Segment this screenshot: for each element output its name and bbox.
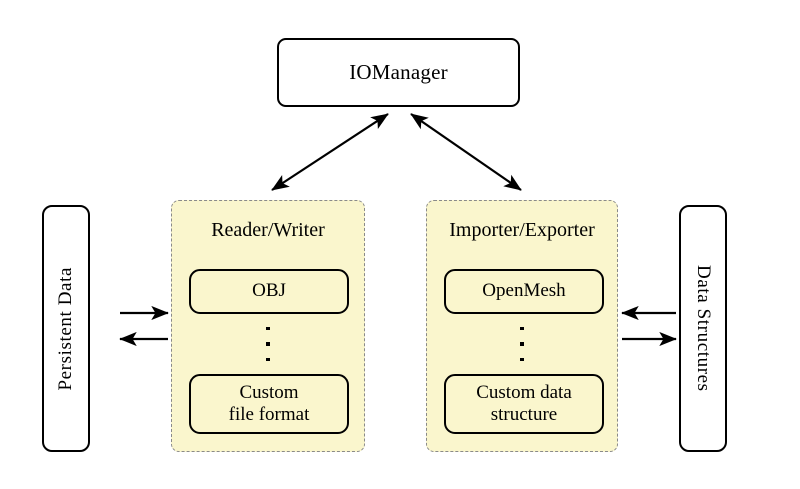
- custom-data-structure-label: Custom data structure: [476, 382, 572, 427]
- importer-exporter-group-title: Importer/Exporter: [449, 219, 595, 241]
- custom-data-structure-node[interactable]: Custom data structure: [444, 374, 604, 434]
- custom-file-format-line1: Custom: [239, 381, 299, 403]
- arrow-manager-readerwriter: [271, 113, 389, 191]
- persistent-data-label: Persistent Data: [55, 266, 76, 391]
- iomanager-node[interactable]: IOManager: [277, 38, 520, 107]
- custom-file-format-line2: file format: [228, 404, 310, 425]
- reader-writer-ellipsis-icon: [253, 327, 283, 361]
- reader-writer-group-title: Reader/Writer: [211, 219, 325, 241]
- custom-data-structure-line2: structure: [490, 404, 558, 425]
- custom-file-format-node[interactable]: Custom file format: [189, 374, 349, 434]
- persistent-data-node[interactable]: Persistent Data: [42, 205, 90, 452]
- iomanager-label: IOManager: [349, 60, 448, 84]
- importer-exporter-group[interactable]: Importer/Exporter OpenMesh Custom data s…: [426, 200, 618, 452]
- data-structures-label: Data Structures: [693, 265, 714, 392]
- reader-writer-group[interactable]: Reader/Writer OBJ Custom file format: [171, 200, 365, 452]
- openmesh-node[interactable]: OpenMesh: [444, 269, 604, 314]
- arrow-manager-importerexporter: [410, 113, 522, 191]
- custom-data-structure-line1: Custom data: [476, 381, 572, 403]
- obj-label: OBJ: [252, 280, 286, 302]
- openmesh-label: OpenMesh: [482, 280, 566, 302]
- obj-node[interactable]: OBJ: [189, 269, 349, 314]
- custom-file-format-label: Custom file format: [229, 382, 310, 427]
- importer-exporter-ellipsis-icon: [507, 327, 537, 361]
- data-structures-node[interactable]: Data Structures: [679, 205, 727, 452]
